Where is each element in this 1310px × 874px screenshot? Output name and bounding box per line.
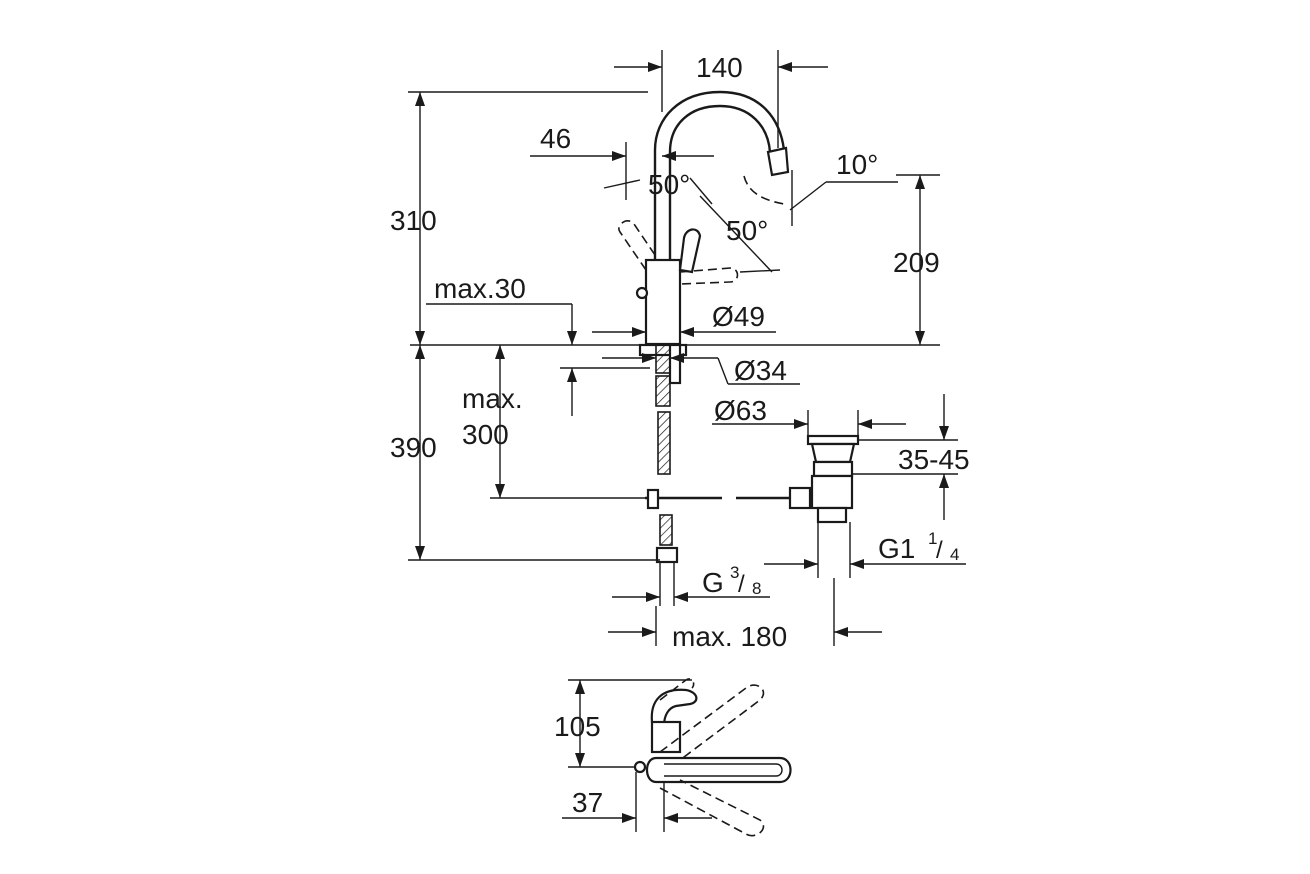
- svg-text:/: /: [936, 537, 943, 564]
- hose-upper: [655, 375, 671, 407]
- svg-text:/: /: [738, 571, 745, 598]
- waste-nut: [812, 460, 854, 478]
- waste-tail: [816, 506, 848, 524]
- waste-flange: [806, 434, 860, 446]
- label-waste-distance: max. 180: [672, 621, 787, 652]
- label-shank-diameter: Ø34: [734, 355, 787, 386]
- spout-outer: [653, 90, 786, 262]
- waste-rod-joint: [788, 486, 812, 510]
- label-lever-angle-left: 50°: [648, 169, 690, 200]
- pull-rod-clamp: [646, 488, 660, 510]
- hose-nut: [655, 546, 679, 564]
- svg-text:4: 4: [950, 545, 959, 564]
- label-body-diameter: Ø49: [712, 301, 765, 332]
- label-lever-offset: 46: [540, 123, 571, 154]
- plan-pivot: [633, 760, 647, 774]
- label-waste-thread: G1 1 / 4: [878, 529, 959, 564]
- svg-text:1: 1: [928, 529, 937, 548]
- waste-body: [810, 442, 856, 464]
- label-waste-diameter: Ø63: [714, 395, 767, 426]
- waste-elevation: [788, 434, 860, 524]
- label-below-deck-line2: 300: [462, 419, 509, 450]
- label-deck-thickness: max.30: [434, 273, 526, 304]
- plan-spout: [645, 756, 792, 784]
- label-total-height: 310: [390, 205, 437, 236]
- label-below-deck-length: 390: [390, 432, 437, 463]
- svg-text:G: G: [702, 567, 724, 598]
- lever-right-dashed: [679, 267, 739, 285]
- label-spout-height: 209: [893, 247, 940, 278]
- spout-inner: [668, 104, 772, 262]
- faucet-plan-view: [633, 678, 792, 837]
- svg-text:3: 3: [730, 563, 739, 582]
- plan-spout-dashed-down: [659, 779, 765, 837]
- label-lever-angle-right: 50°: [726, 215, 768, 246]
- label-waste-range: 35-45: [898, 444, 970, 475]
- label-plan-depth: 105: [554, 711, 601, 742]
- shank: [655, 344, 671, 374]
- plan-body: [650, 720, 682, 754]
- label-below-deck-line1: max.: [462, 383, 523, 414]
- faucet-body: [644, 258, 682, 346]
- hose-middle: [657, 411, 671, 475]
- label-spout-reach: 140: [696, 52, 743, 83]
- fixing-rod: [668, 343, 682, 385]
- label-spout-tilt: 10°: [836, 149, 878, 180]
- plan-lever: [650, 688, 698, 728]
- plan-dimension-lines: [562, 679, 712, 832]
- svg-text:G1: G1: [878, 533, 915, 564]
- svg-text:8: 8: [752, 579, 761, 598]
- aerator: [766, 146, 790, 177]
- lever-left-dashed: [618, 220, 656, 271]
- spout-swivel-dashed: [743, 175, 785, 205]
- lever-pin: [635, 286, 649, 300]
- label-hose-thread: G 3 / 8: [702, 563, 761, 598]
- dimension-lines: [408, 50, 966, 646]
- label-plan-offset: 37: [572, 787, 603, 818]
- lever: [678, 228, 702, 274]
- hose-lower: [659, 514, 673, 546]
- faucet-elevation: [618, 90, 790, 564]
- waste-housing: [810, 474, 854, 510]
